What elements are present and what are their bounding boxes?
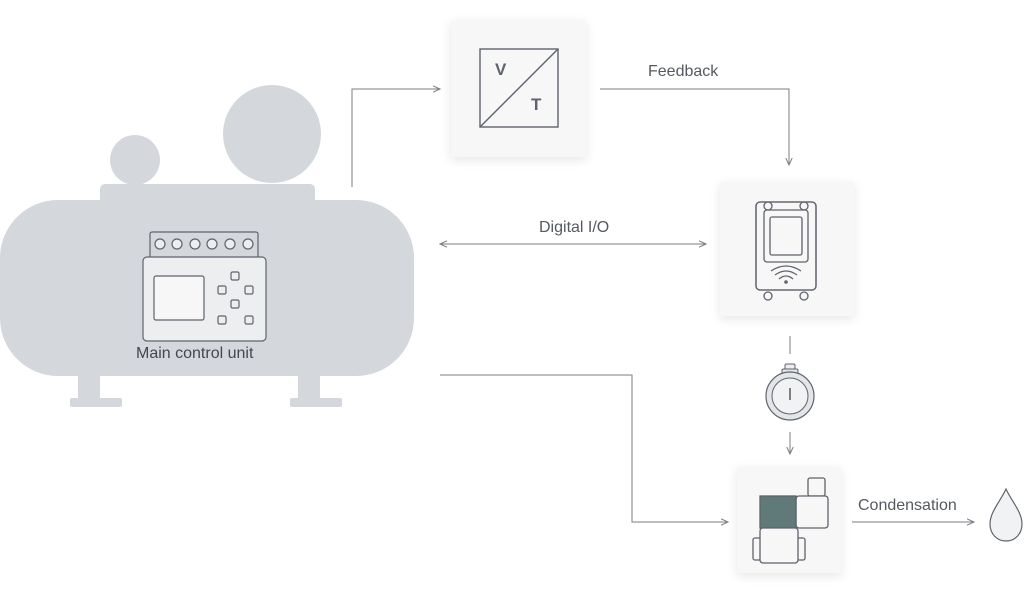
compressor-label: Main control unit (136, 345, 254, 362)
water-drop-icon (989, 487, 1023, 542)
feedback-label: Feedback (648, 63, 719, 80)
vt-letter-t: T (531, 95, 542, 114)
voltage-transducer-card: V T (451, 20, 586, 157)
control-panel-icon (142, 231, 267, 342)
condensation-label: Condensation (858, 497, 957, 514)
wireless-controller-card (720, 182, 854, 316)
tank-to-valve-line (440, 374, 728, 522)
wireless-controller-icon (755, 201, 817, 301)
vt-letter-v: V (495, 60, 507, 79)
feedback-line (600, 88, 789, 165)
connection-lines (351, 88, 974, 522)
drain-valve-card (737, 467, 841, 573)
drain-valve-icon (752, 477, 829, 564)
digital-io-label: Digital I/O (539, 219, 610, 236)
voltage-transducer-icon (479, 48, 559, 128)
timer-icon (765, 363, 815, 421)
tank-to-transducer-line (351, 89, 440, 187)
